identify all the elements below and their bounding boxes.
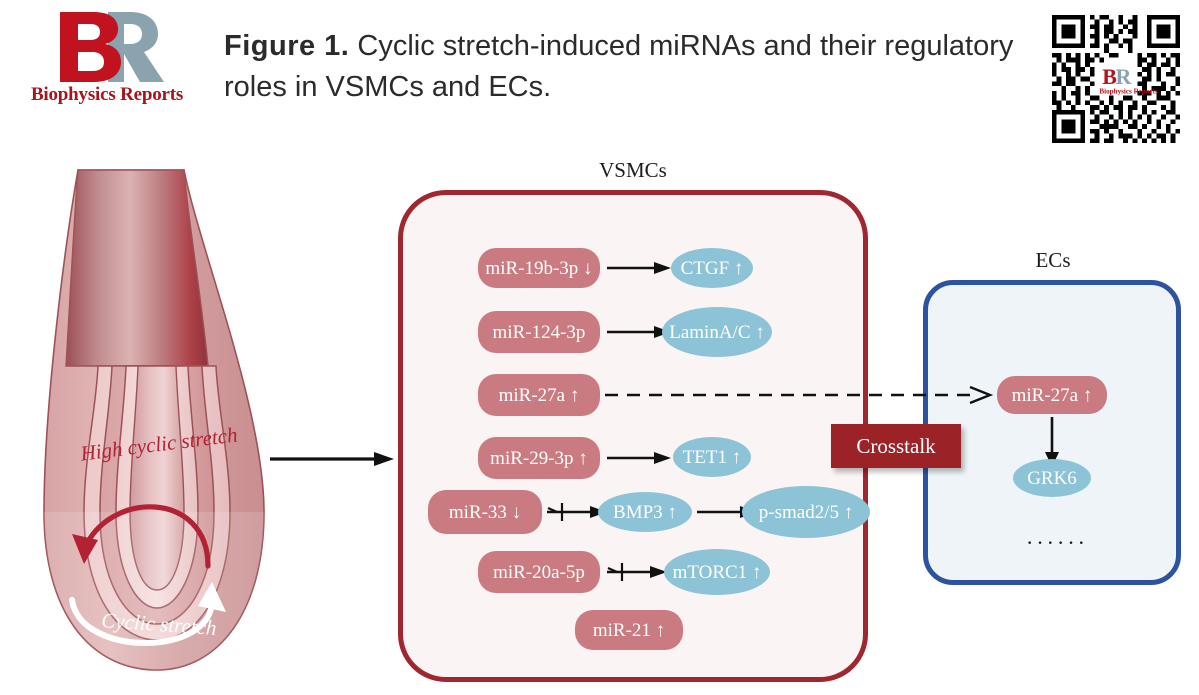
arrow-activates-ctgf-icon bbox=[607, 262, 671, 274]
arrow-inhibits-mtorc1-icon bbox=[607, 563, 667, 581]
figure-label: Figure 1. bbox=[224, 30, 350, 62]
figure-title: Figure 1. Cyclic stretch-induced miRNAs … bbox=[224, 26, 1024, 108]
journal-name: Biophysics Reports bbox=[30, 84, 184, 105]
qr-code[interactable]: B R Biophysics Reports bbox=[1046, 10, 1186, 148]
node-p-smad2-5[interactable]: p-smad2/5 ↑ bbox=[742, 486, 870, 538]
svg-text:Biophysics Reports: Biophysics Reports bbox=[1099, 87, 1158, 95]
node-lamin-a-c[interactable]: LaminA/C ↑ bbox=[662, 307, 772, 357]
node-bmp3[interactable]: BMP3 ↑ bbox=[598, 492, 692, 532]
node-mir-29-3p[interactable]: miR-29-3p ↑ bbox=[478, 437, 600, 479]
journal-logo: Biophysics Reports bbox=[22, 10, 192, 118]
blood-vessel-illustration: High cyclic stretch Cyclic stretch bbox=[12, 160, 312, 690]
node-mir-19b-3p[interactable]: miR-19b-3p ↓ bbox=[478, 248, 600, 288]
node-mir-33[interactable]: miR-33 ↓ bbox=[428, 490, 542, 534]
svg-text:R: R bbox=[1116, 65, 1132, 89]
node-tet1[interactable]: TET1 ↑ bbox=[673, 437, 751, 477]
node-mir-27a-vsmc[interactable]: miR-27a ↑ bbox=[478, 374, 600, 416]
ec-panel-title: ECs bbox=[1035, 248, 1071, 272]
br-logo-mark bbox=[60, 12, 164, 82]
node-mir-27a-ec[interactable]: miR-27a ↑ bbox=[997, 376, 1107, 414]
node-ctgf[interactable]: CTGF ↑ bbox=[671, 248, 753, 288]
crosstalk-dashed-arrow-icon bbox=[605, 385, 994, 405]
node-mir-124-3p[interactable]: miR-124-3p bbox=[478, 311, 600, 353]
arrow-activates-tet1-icon bbox=[607, 452, 671, 464]
node-mtorc1[interactable]: mTORC1 ↑ bbox=[664, 549, 770, 595]
svg-text:B: B bbox=[1102, 65, 1117, 89]
node-mir-21[interactable]: miR-21 ↑ bbox=[575, 610, 683, 650]
stimulus-arrow-icon bbox=[270, 452, 394, 466]
figure-caption: Cyclic stretch-induced miRNAs and their … bbox=[224, 30, 1014, 104]
node-mir-20a-5p[interactable]: miR-20a-5p bbox=[478, 551, 600, 593]
crosstalk-badge[interactable]: Crosstalk bbox=[831, 424, 961, 468]
node-grk6[interactable]: GRK6 bbox=[1013, 459, 1091, 497]
ec-ellipsis: ······ bbox=[1026, 530, 1088, 555]
vsmc-panel-title: VSMCs bbox=[599, 158, 667, 182]
